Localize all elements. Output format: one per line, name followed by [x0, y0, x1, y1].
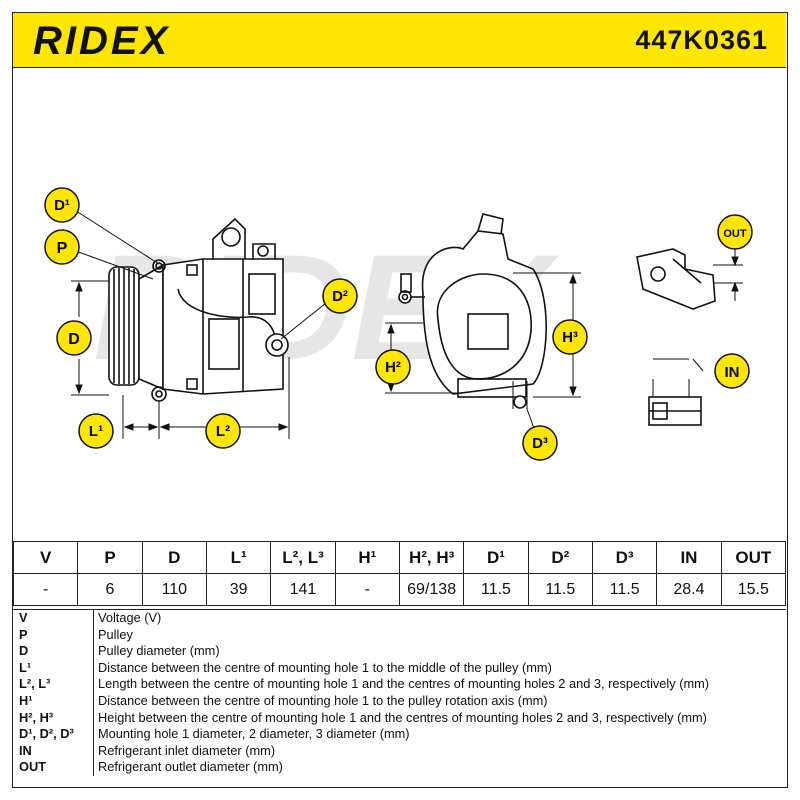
callout-p: P [44, 229, 80, 265]
legend-row: V Voltage (V) [13, 610, 786, 627]
callout-h2: H² [375, 349, 411, 385]
legend-key: V [13, 610, 94, 627]
svg-text:H²: H² [385, 359, 401, 376]
legend-text: Pulley diameter (mm) [98, 643, 220, 659]
part-number: 447K0361 [635, 25, 768, 55]
legend-text: Refrigerant outlet diameter (mm) [98, 759, 283, 775]
param-value: 28.4 [656, 573, 722, 606]
legend-text: Voltage (V) [98, 610, 162, 625]
param-value: 11.5 [463, 573, 529, 606]
param-value: - [334, 573, 400, 606]
param-header: IN [656, 541, 722, 574]
param-value: 141 [270, 573, 336, 606]
callout-d3: D³ [522, 425, 558, 461]
param-value: - [12, 573, 79, 606]
compressor-rear-view [398, 213, 547, 409]
dimension-lines-side [71, 208, 332, 439]
legend-text: Refrigerant inlet diameter (mm) [98, 742, 276, 758]
dimension-lines-in [652, 358, 704, 397]
param-header: D³ [591, 541, 658, 574]
param-value: 110 [141, 573, 207, 606]
svg-text:D²: D² [332, 288, 348, 305]
param-header: P [77, 541, 143, 574]
callout-out: OUT [717, 214, 753, 250]
legend-key: L¹ [13, 659, 94, 677]
technical-drawing: RIDEX [44, 187, 753, 461]
param-header: H¹ [334, 541, 400, 574]
svg-text:D¹: D¹ [54, 197, 70, 214]
svg-text:D³: D³ [532, 435, 548, 452]
param-header: OUT [720, 541, 787, 574]
param-header: D [141, 541, 207, 574]
callout-d1: D¹ [44, 187, 80, 223]
parameter-header-row: V P D L¹ L², L³ H¹ H², H³ D¹ D² D³ IN OU… [12, 541, 787, 574]
param-header: H², H³ [398, 541, 465, 574]
legend-key: H², H³ [13, 709, 94, 727]
callout-l2: L² [205, 413, 241, 449]
param-value: 15.5 [720, 573, 787, 606]
svg-text:P: P [57, 240, 68, 257]
outlet-fitting [636, 248, 716, 310]
legend-key: OUT [13, 759, 94, 776]
legend-key: D¹, D², D³ [13, 726, 94, 743]
legend-text: Distance between the centre of mounting … [98, 692, 548, 708]
svg-text:H³: H³ [562, 329, 578, 346]
param-value: 11.5 [591, 573, 658, 606]
legend-text: Mounting hole 1 diameter, 2 diameter, 3 … [98, 726, 410, 742]
legend-key: IN [13, 742, 94, 760]
svg-text:IN: IN [725, 364, 740, 381]
param-header: L¹ [205, 541, 272, 574]
callout-in: IN [714, 353, 750, 389]
legend-key: D [13, 643, 94, 660]
svg-text:OUT: OUT [723, 228, 747, 240]
parameter-table: V P D L¹ L², L³ H¹ H², H³ D¹ D² D³ IN OU… [12, 541, 787, 606]
param-header: D² [527, 541, 593, 574]
callout-h3: H³ [552, 319, 588, 355]
legend-text: Pulley [98, 626, 133, 642]
parameter-value-row: - 6 110 39 141 - 69/138 11.5 11.5 11.5 2… [12, 573, 787, 606]
param-value: 11.5 [527, 573, 593, 606]
callout-d2: D² [322, 278, 358, 314]
dimension-lines-out [713, 247, 743, 301]
param-header: V [12, 541, 79, 574]
legend-key: H¹ [13, 692, 94, 710]
svg-text:D: D [68, 331, 80, 348]
callout-d: D [56, 320, 92, 356]
param-value: 6 [77, 573, 143, 606]
svg-text:L¹: L¹ [89, 423, 103, 440]
compressor-side-view [108, 217, 289, 402]
legend-text: Length between the centre of mounting ho… [98, 676, 710, 692]
legend-text: Distance between the centre of mounting … [98, 659, 552, 675]
datasheet: RIDEX 447K0361 RIDEX [12, 12, 788, 788]
brand-logo: RIDEX [33, 19, 171, 63]
callout-l1: L¹ [78, 413, 114, 449]
param-header: D¹ [463, 541, 529, 574]
param-value: 39 [205, 573, 272, 606]
param-header: L², L³ [270, 541, 336, 574]
legend-key: P [13, 626, 94, 644]
legend-key: L², L³ [13, 676, 94, 693]
svg-text:L²: L² [216, 423, 230, 440]
param-value: 69/138 [398, 573, 465, 606]
legend-text: Height between the centre of mounting ho… [98, 709, 707, 725]
header-bar: RIDEX 447K0361 [13, 13, 786, 68]
inlet-fitting [648, 396, 702, 426]
